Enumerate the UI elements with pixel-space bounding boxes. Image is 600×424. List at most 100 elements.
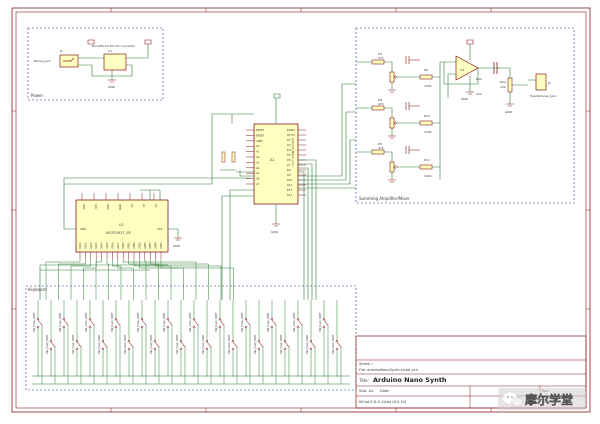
- switch-wire: [102, 300, 108, 384]
- mixer-sum-resistor: [419, 164, 433, 170]
- arduino-pin-label: D4: [287, 148, 291, 152]
- mixer-dashed-box: [355, 27, 575, 204]
- switch-label: SW_Push_SPDT: [58, 312, 62, 332]
- mixer-coupling-capacitor: [405, 56, 420, 64]
- mixer-input-resistor: [371, 149, 385, 155]
- mcp-pin-label: GPB2: [132, 242, 136, 249]
- switch-contact: [49, 339, 53, 343]
- junction-dot: [154, 375, 156, 377]
- switch-wire: [115, 300, 121, 384]
- mcp-pin-label: GPA0: [78, 242, 82, 249]
- switch-label: SW_Push_SPDT: [292, 312, 296, 332]
- mcp23017-ref: U2: [119, 223, 124, 227]
- switch-lever: [271, 319, 277, 326]
- switch-lever: [115, 319, 121, 326]
- switch-wire: [167, 300, 173, 384]
- switch-label: SW_Push_SPDT: [305, 334, 309, 354]
- gpio-bus-wire: [117, 259, 134, 300]
- output-gnd-label: GND: [505, 110, 513, 114]
- switch-lever: [284, 341, 290, 348]
- switch-contact: [309, 339, 313, 343]
- junction-dot: [37, 375, 39, 377]
- switch-contact: [62, 325, 66, 329]
- title-block-tool: KiCad E.D.A. kicad (6.0.10): [359, 400, 407, 404]
- switch-lever: [37, 319, 43, 326]
- arduino-pin-label: D3: [287, 143, 291, 147]
- junction-dot: [193, 375, 195, 377]
- switch-contact: [179, 347, 183, 351]
- switch-contact: [49, 347, 53, 351]
- switch-contact: [75, 347, 79, 351]
- keyboard-section: Keyboard SW_Push_SPDT SW_Push_SPDT SW_Push…: [25, 285, 357, 391]
- arduino-gnd-label: GND: [271, 230, 279, 234]
- gpio-bus-wire: [133, 259, 172, 300]
- arduino-pin-label: D5: [287, 153, 291, 157]
- switch-contact: [335, 339, 339, 343]
- junction-dot: [271, 375, 273, 377]
- switch-lever: [141, 319, 147, 326]
- chat-bubbles-icon: [503, 392, 523, 407]
- arduino-pin-label: D13: [287, 193, 293, 197]
- mcp-pin-label: GPA5: [105, 242, 109, 249]
- mcp-pin-label: GPB3: [137, 242, 141, 249]
- mixer-section-title: Summing Amplifier/Mixer: [359, 196, 410, 201]
- switch-wire: [50, 300, 56, 384]
- arduino-pin-label: D1/TX: [287, 133, 295, 137]
- switch-label: SW_Push_SPDT: [240, 312, 244, 332]
- switch-contact: [127, 339, 131, 343]
- switch-lever: [76, 341, 82, 348]
- gpio-bus-wire: [160, 259, 234, 300]
- switch-contact: [140, 325, 144, 329]
- switch-label: SW_Push_SPDT: [71, 334, 75, 354]
- keyboard-section-title: Keyboard: [28, 287, 47, 292]
- switch-label: SW_Push_SPDT: [110, 312, 114, 332]
- mixer-input-resistor: [371, 105, 385, 111]
- junction-dot: [167, 375, 169, 377]
- mcp-pin-label: GPB4: [143, 242, 147, 249]
- arduino-pin-label: D12: [287, 188, 293, 192]
- title-block-file: File: arduinoNanoSynth.kicad_sch: [359, 368, 418, 372]
- switch-contact: [127, 347, 131, 351]
- mixer-coupling-capacitor: [405, 146, 420, 154]
- switch-contact: [153, 347, 157, 351]
- power-wires: [78, 44, 149, 80]
- arduino-ref: A1: [270, 158, 275, 162]
- switch-contact: [218, 317, 222, 321]
- switch-lever: [167, 319, 173, 326]
- mixer-channel-pot: [389, 117, 395, 129]
- mixer-input-resistor: [371, 59, 385, 65]
- junction-dot: [180, 375, 182, 377]
- switch-contact: [322, 325, 326, 329]
- switch-lever: [336, 341, 342, 348]
- junction-dot: [89, 375, 91, 377]
- mcp-pin-label: GPB1: [127, 242, 131, 249]
- junction-dot: [310, 375, 312, 377]
- switch-wire: [206, 300, 212, 384]
- mixer-input-resistor-value: 47k: [378, 102, 384, 106]
- switch-lever: [258, 341, 264, 348]
- mcp23017-symbol: [75, 199, 169, 253]
- switch-contact: [166, 325, 170, 329]
- watermark: 摩尔学堂: [498, 388, 586, 410]
- switch-wire: [128, 300, 134, 384]
- switch-lever: [310, 341, 316, 348]
- pot-rv4-value: 10k: [500, 85, 506, 89]
- border-ticks: [12, 8, 590, 412]
- junction-dot: [115, 375, 117, 377]
- title-block-size: Size: A4: [359, 389, 374, 393]
- mixer-input-resistor-ref: R3: [378, 52, 382, 56]
- mixer-input-resistor-ref: R4: [378, 98, 382, 102]
- junction-dot: [297, 375, 299, 377]
- switch-label: SW_Push_SPDT: [175, 334, 179, 354]
- junction-dot: [128, 375, 130, 377]
- arduino-nano: A1 Arduino_Nano_v3.x RESETRESETAREFA0A1A…: [221, 93, 306, 234]
- junction-dot: [232, 375, 234, 377]
- mcp-power-wires: [63, 177, 250, 238]
- barrel-jack-name: Barrel_Jack: [34, 59, 51, 63]
- junction-dot: [63, 375, 65, 377]
- mixer-channel-pot: [389, 71, 395, 83]
- i2c-pullup-resistor-1: [221, 151, 226, 163]
- arduino-pin-label: A1: [256, 150, 260, 154]
- junction-dot: [323, 375, 325, 377]
